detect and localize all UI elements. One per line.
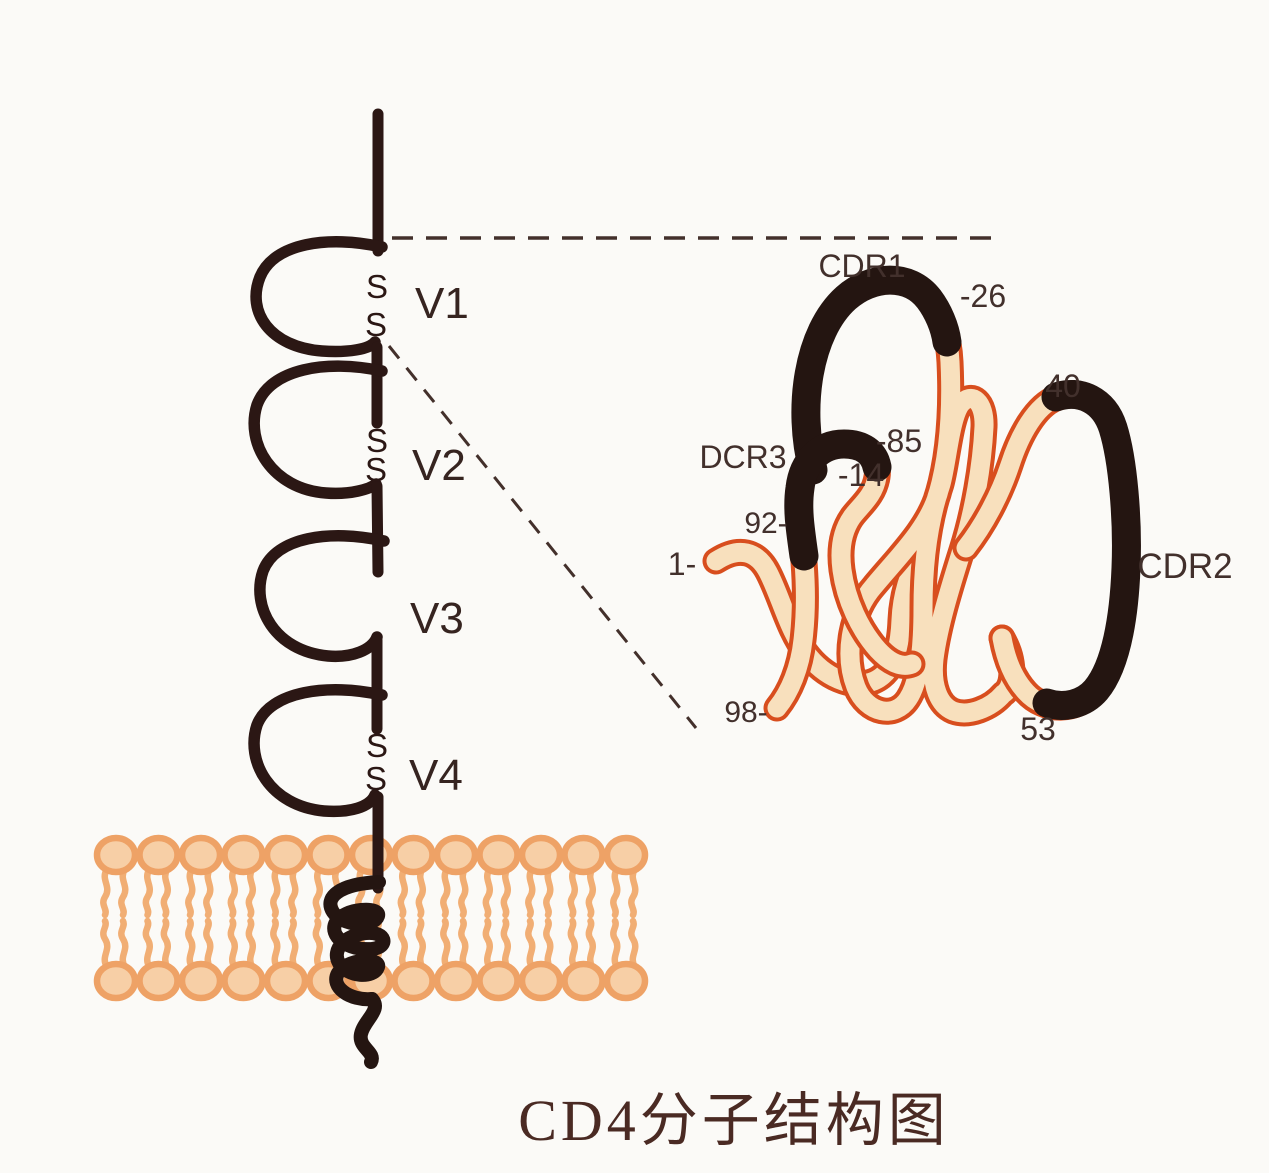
cdr3-region: [784, 429, 892, 571]
lipid-molecule: [480, 838, 518, 915]
v1-domain-loop: [250, 236, 388, 358]
cdr3-label: DCR3: [699, 439, 786, 475]
cdr2-label: CDR2: [1137, 547, 1232, 586]
cd4-backbone: S S S S S S V1 V2 V3 V4: [248, 108, 469, 894]
residue-14-label: -14: [838, 457, 884, 493]
lipid-molecule: [97, 921, 135, 998]
v2-disulfide-s-bottom: S: [365, 451, 387, 488]
lipid-molecule: [140, 838, 178, 915]
domain-label-v1: V1: [415, 279, 469, 328]
lipid-molecule: [607, 921, 645, 998]
cytoplasmic-tail: [353, 992, 382, 1069]
lipid-molecule: [225, 921, 263, 998]
projection-line-diagonal: [387, 345, 698, 729]
stem-v2-v3: [371, 480, 384, 578]
transmembrane-helix: [323, 875, 391, 1069]
n-terminal-strand: [706, 543, 931, 694]
domain-label-v4: V4: [409, 751, 463, 800]
lipid-molecule: [97, 838, 135, 915]
lipid-molecule: [140, 921, 178, 998]
domain-label-v3: V3: [410, 594, 464, 643]
lipid-molecule: [522, 921, 560, 998]
residue-53-label: 53: [1020, 711, 1056, 747]
lipid-molecule: [267, 838, 305, 915]
lipid-molecule: [607, 838, 645, 915]
v4-disulfide-s-top: S: [366, 727, 388, 764]
lipid-molecule: [437, 921, 475, 998]
lipid-molecule: [395, 921, 433, 998]
v4-domain-loop: [248, 684, 388, 818]
v3-domain-loop: [254, 530, 390, 663]
residue-85-label: -85: [876, 423, 922, 459]
lipid-molecule: [480, 921, 518, 998]
cdr1-label: CDR1: [818, 248, 905, 284]
lipid-molecule: [565, 921, 603, 998]
lipid-molecule: [267, 921, 305, 998]
cdr1-region: [791, 265, 962, 485]
domain-label-v2: V2: [412, 441, 466, 490]
v4-disulfide-s-bottom: S: [365, 760, 387, 797]
lipid-molecule: [522, 838, 560, 915]
lipid-molecule: [182, 838, 220, 915]
v2-domain-loop: [248, 360, 388, 500]
residue-40-label: 40: [1045, 368, 1081, 404]
residue-92-label: 92-: [744, 507, 787, 540]
lipid-molecule: [395, 838, 433, 915]
v1-disulfide-s-bottom: S: [365, 306, 387, 343]
helix-coil: [323, 875, 391, 1007]
n-terminus-label: 1-: [668, 546, 696, 582]
lipid-molecule: [565, 838, 603, 915]
residue-26-label: -26: [960, 278, 1006, 314]
cdr2-region: [1032, 379, 1141, 720]
lipid-molecule: [225, 838, 263, 915]
v1-ribbon-detail: CDR1 CDR2 DCR3 -26 40 -85 -14 92- 1- 98-…: [668, 248, 1233, 747]
lipid-molecule: [437, 838, 475, 915]
c-terminus-label: 98-: [724, 696, 767, 729]
figure-title: CD4分子结构图: [518, 1088, 950, 1153]
lipid-molecule: [182, 921, 220, 998]
v2-disulfide-s-top: S: [366, 422, 388, 459]
v1-disulfide-s-top: S: [366, 268, 388, 305]
